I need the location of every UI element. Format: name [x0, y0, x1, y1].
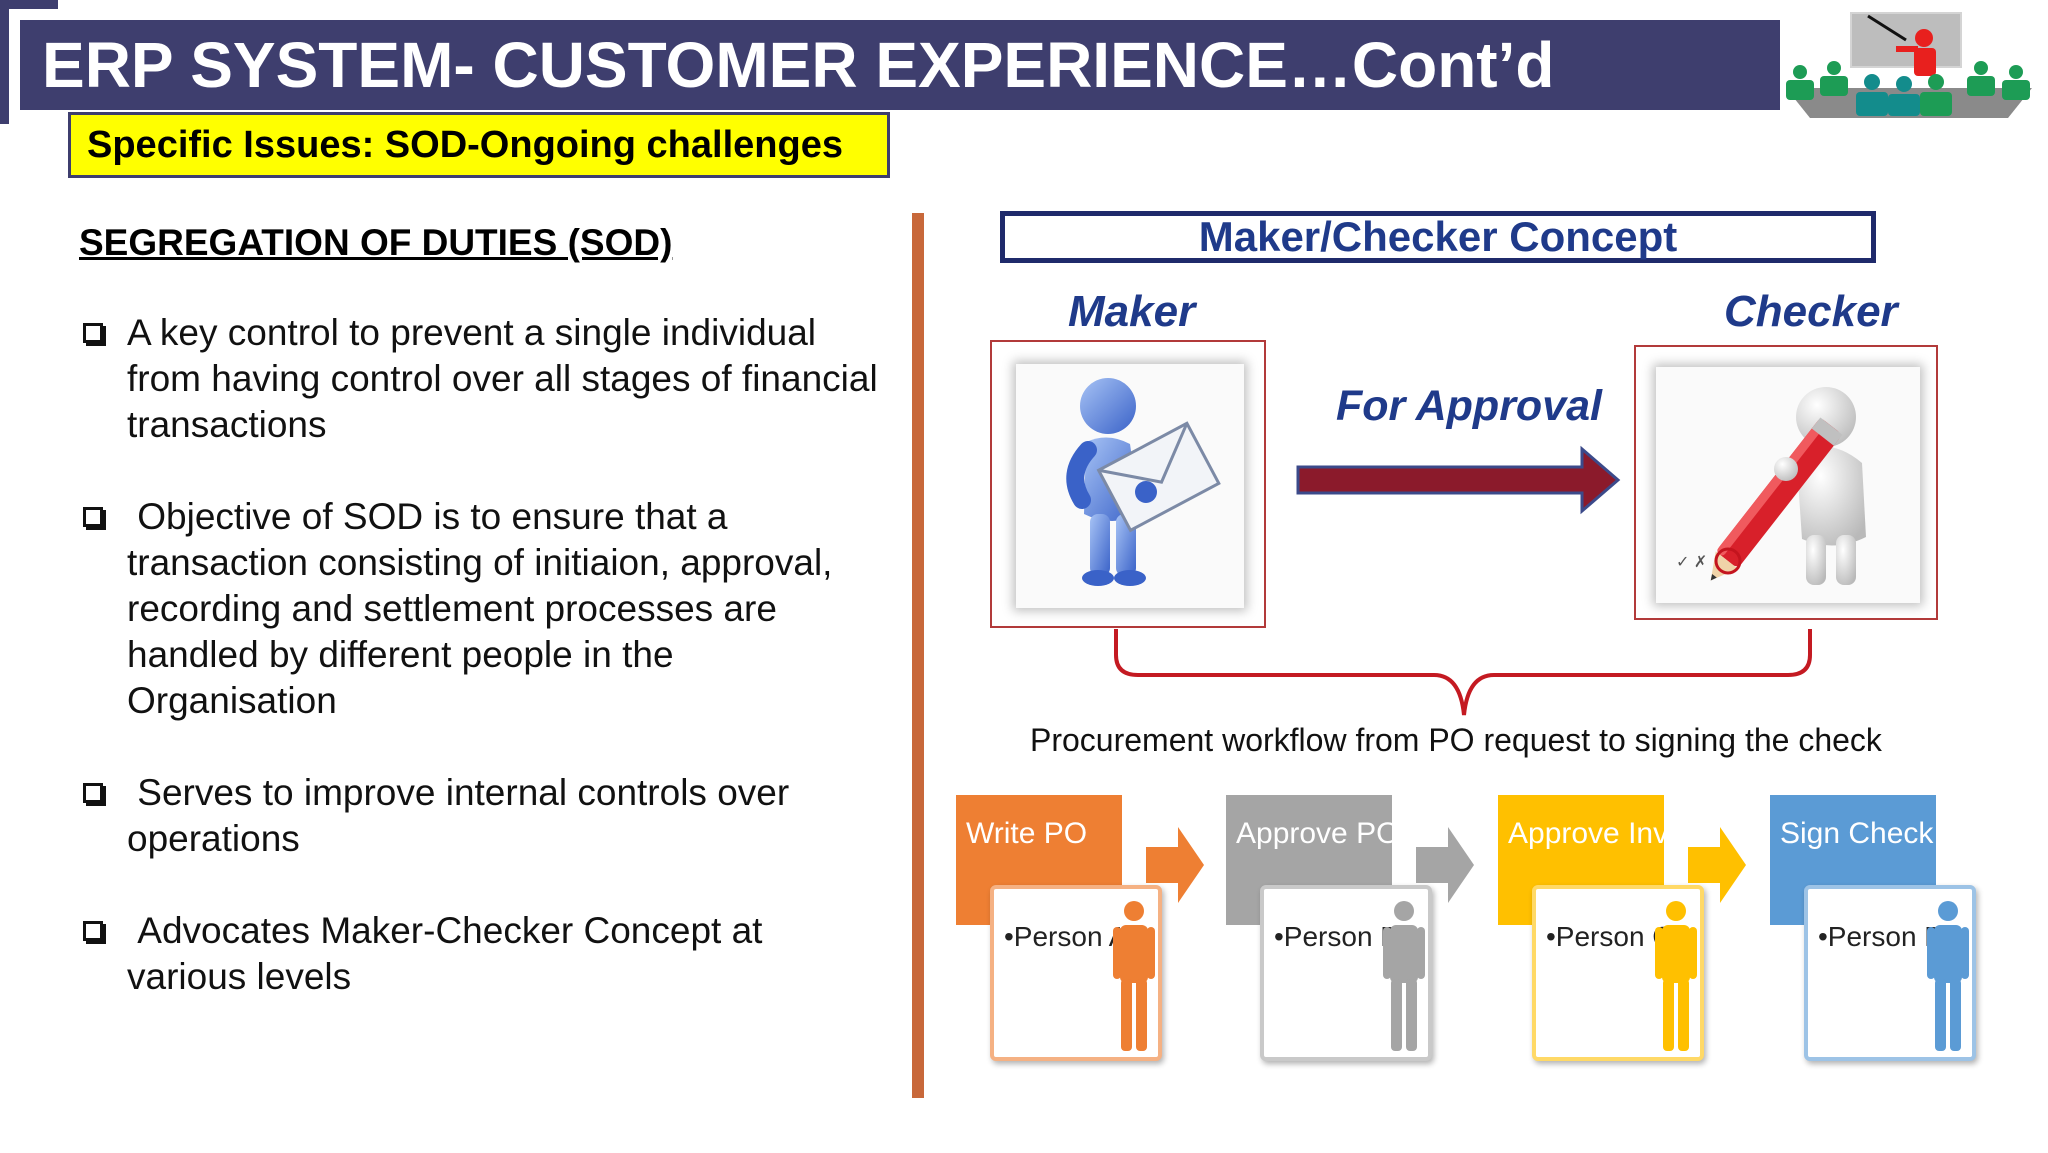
workflow-step-write-po: Write PO •Person A [956, 795, 1218, 1065]
step-arrow-icon [1146, 827, 1204, 903]
person-with-envelope-icon [1066, 378, 1221, 586]
step-arrow-icon [1416, 827, 1474, 903]
svg-text:✓ ✗: ✓ ✗ [1676, 554, 1707, 571]
bullet-text: A key control to prevent a single indivi… [127, 312, 878, 445]
for-approval-label: For Approval [1336, 382, 1602, 430]
step-person: •Person C [1546, 921, 1673, 952]
checker-label: Checker [1724, 287, 1898, 336]
step-card: •Person C [1532, 885, 1704, 1061]
person-icon [1927, 901, 1969, 1051]
checker-picture: ✓ ✗ [1656, 367, 1920, 603]
bullet-text: Objective of SOD is to ensure that a tra… [127, 496, 843, 721]
bullet-text: Serves to improve internal controls over… [127, 772, 800, 859]
header-corner-frame [0, 0, 58, 124]
sod-heading: SEGREGATION OF DUTIES (SOD) [79, 222, 673, 263]
sod-bullet-list: A key control to prevent a single indivi… [79, 310, 879, 1046]
person-icon [1655, 901, 1697, 1051]
maker-label: Maker [1068, 287, 1196, 336]
step-card: •Person D [1804, 885, 1976, 1061]
presentation-meeting-icon [1786, 12, 2032, 118]
bullet-item: Objective of SOD is to ensure that a tra… [79, 494, 879, 724]
person-icon [1113, 901, 1155, 1051]
step-arrow-icon [1688, 827, 1746, 903]
step-person: •Person B [1274, 921, 1399, 952]
maker-picture-frame [990, 340, 1266, 628]
checker-picture-frame: ✓ ✗ [1634, 345, 1938, 620]
workflow-step-sign-check: Sign Check •Person D [1770, 795, 2032, 1065]
checkbox-bullet-icon [83, 507, 103, 527]
checkbox-bullet-icon [83, 783, 103, 803]
bullet-item: A key control to prevent a single indivi… [79, 310, 879, 448]
step-card: •Person B [1260, 885, 1432, 1061]
person-with-pencil-icon: ✓ ✗ [1676, 387, 1866, 585]
checkbox-bullet-icon [83, 921, 103, 941]
checkbox-bullet-icon [83, 323, 103, 343]
step-card: •Person A [990, 885, 1162, 1061]
workflow-step-approve-invoice: Approve Invoice •Person C [1498, 795, 1760, 1065]
column-divider [912, 213, 924, 1098]
grouping-brace [1114, 629, 1812, 716]
bullet-item: Serves to improve internal controls over… [79, 770, 879, 862]
title-bar: ERP SYSTEM- CUSTOMER EXPERIENCE…Cont’d [20, 20, 1780, 110]
concept-title-box: Maker/Checker Concept [1000, 211, 1876, 263]
bullet-item: Advocates Maker-Checker Concept at vario… [79, 908, 879, 1000]
slide-subtitle: Specific Issues: SOD-Ongoing challenges [87, 124, 843, 166]
person-icon [1383, 901, 1425, 1051]
bullet-text: Advocates Maker-Checker Concept at vario… [127, 910, 773, 997]
subtitle-box: Specific Issues: SOD-Ongoing challenges [68, 112, 890, 178]
step-person: •Person D [1818, 921, 1945, 952]
workflow-caption: Procurement workflow from PO request to … [1030, 722, 1882, 758]
workflow-step-approve-po: Approve PO •Person B [1226, 795, 1488, 1065]
concept-title: Maker/Checker Concept [1198, 213, 1678, 260]
slide-title: ERP SYSTEM- CUSTOMER EXPERIENCE…Cont’d [42, 29, 1555, 101]
step-person: •Person A [1004, 921, 1128, 952]
approval-arrow-icon [1296, 445, 1621, 515]
maker-picture [1016, 364, 1244, 608]
